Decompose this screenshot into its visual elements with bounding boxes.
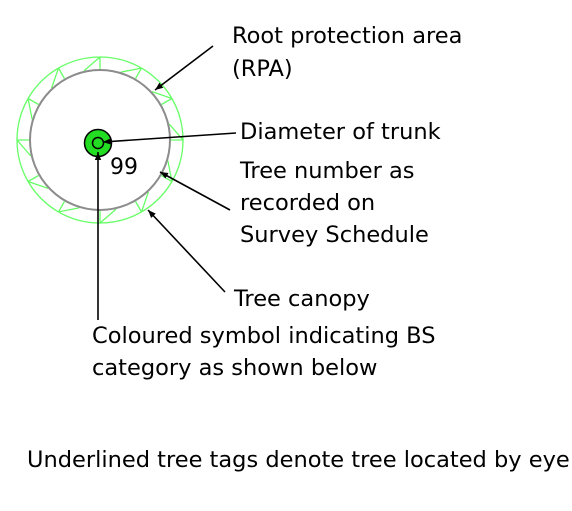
trunk-leader-line bbox=[102, 132, 237, 145]
tree-number-label-line-1: Tree number as bbox=[240, 158, 415, 184]
canopy-label: Tree canopy bbox=[234, 286, 370, 312]
symbol-label-line-1: Coloured symbol indicating BS bbox=[92, 323, 436, 349]
rpa-leader-line bbox=[154, 45, 214, 91]
tree-canopy-outline bbox=[16, 56, 184, 224]
root-protection-area-circle bbox=[29, 69, 171, 211]
tree-number-leader-line bbox=[159, 171, 231, 211]
leader-lines bbox=[94, 45, 237, 320]
footnote: Underlined tree tags denote tree located… bbox=[27, 447, 570, 473]
tree-number-label-line-3: Survey Schedule bbox=[240, 222, 429, 248]
tag-number: 99 bbox=[110, 155, 138, 180]
tree-number-label-line-2: recorded on bbox=[240, 190, 376, 216]
trunk-label: Diameter of trunk bbox=[240, 119, 441, 145]
symbol-label-line-2: category as shown below bbox=[92, 355, 378, 381]
rpa-label-line-2: (RPA) bbox=[232, 56, 293, 82]
canopy-leader-line bbox=[147, 209, 226, 293]
rpa-label-line-1: Root protection area bbox=[232, 23, 463, 49]
